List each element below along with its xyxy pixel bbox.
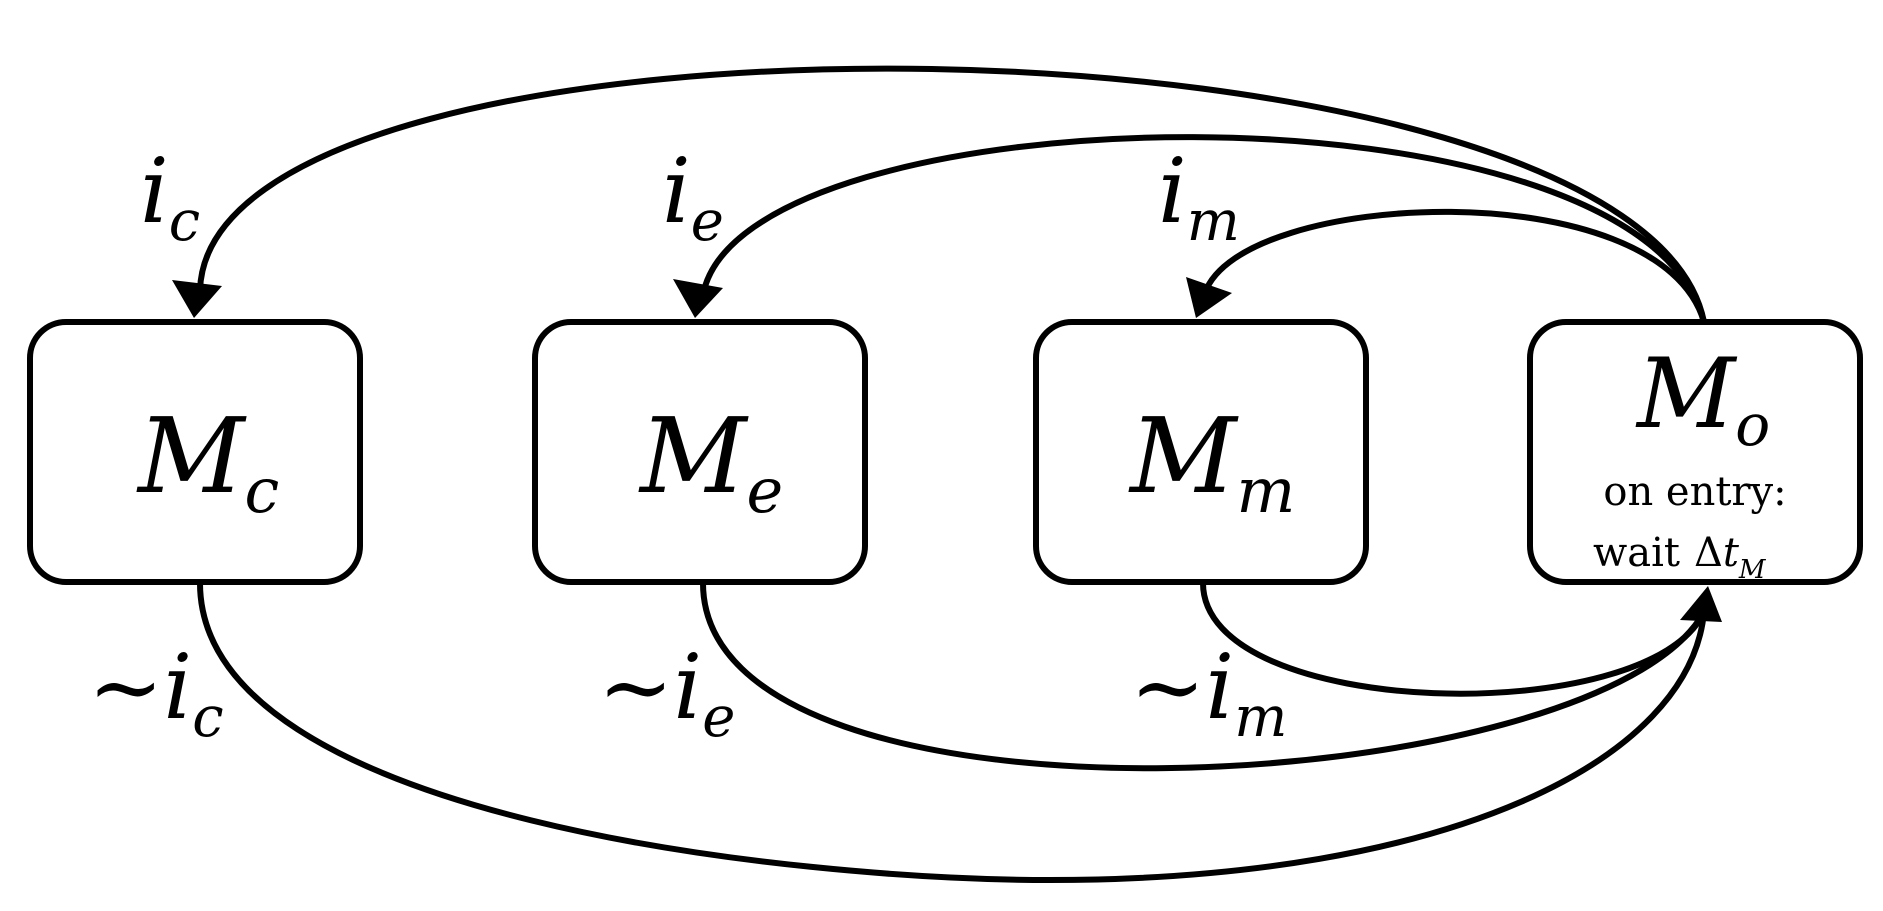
state-mm-label: Mm: [1128, 395, 1295, 527]
edge-mo-to-mc: [197, 65, 1707, 323]
edge-me-to-mo: [700, 582, 1707, 772]
state-me-box: [532, 319, 868, 585]
transition-label-to-mc: ic: [140, 139, 200, 254]
transition-label-from-mm: ~im: [1130, 635, 1287, 750]
transition-label-from-mc: ~ic: [88, 635, 224, 750]
state-mo-label: Mo: [1635, 338, 1770, 459]
state-mo-entry-label: on entry:: [1603, 469, 1786, 515]
arrowhead-into-mo: [1680, 586, 1722, 622]
state-mc-box: [27, 319, 363, 585]
state-mc: Mc: [27, 319, 363, 585]
state-mm: Mm: [1033, 319, 1369, 585]
state-mc-label: Mc: [136, 395, 279, 527]
state-mo-box: [1527, 319, 1863, 585]
arrowhead-into-mc: [172, 280, 222, 318]
edge-mc-to-mo: [197, 582, 1707, 884]
transition-label-from-me: ~ie: [598, 635, 735, 750]
transition-label-to-me: ie: [662, 139, 724, 254]
state-mm-box: [1033, 319, 1369, 585]
edge-mm-to-mo: [1200, 582, 1707, 697]
edge-mo-to-mm: [1202, 208, 1707, 323]
state-me-label: Me: [638, 395, 783, 527]
edge-mo-to-me: [700, 134, 1707, 323]
arrowhead-into-me: [673, 279, 723, 318]
transition-label-to-mm: im: [1158, 139, 1240, 254]
state-me: Me: [532, 319, 868, 585]
arrowhead-into-mm: [1186, 277, 1232, 318]
